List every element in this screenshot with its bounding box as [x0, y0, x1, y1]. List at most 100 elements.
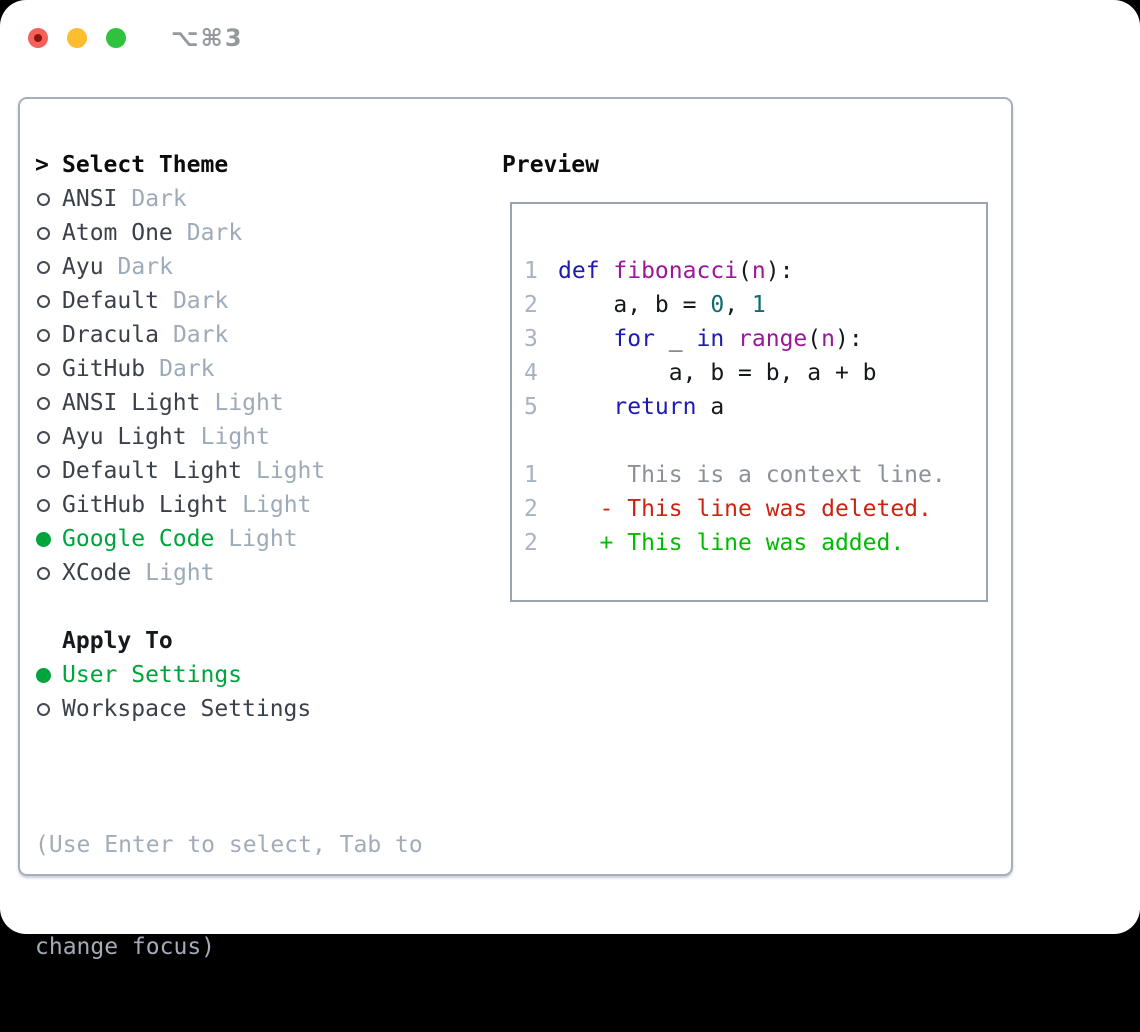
radio-icon: [35, 498, 62, 512]
code-line: 2 a, b = 0, 1: [524, 288, 986, 322]
theme-option-github-light[interactable]: GitHub Light Light: [35, 488, 475, 522]
radio-icon: [35, 396, 62, 410]
theme-option-default[interactable]: Default Dark: [35, 284, 475, 318]
line-number: 3: [524, 326, 538, 352]
apply-option-workspace-settings[interactable]: Workspace Settings: [35, 692, 475, 726]
code-token: _: [654, 326, 697, 352]
theme-name: XCode: [62, 560, 132, 586]
theme-variant: Dark: [159, 356, 215, 382]
code-token: 0: [710, 292, 725, 318]
theme-variant: Light: [242, 492, 312, 518]
theme-name: ANSI Light: [62, 390, 201, 416]
line-number: 1: [524, 462, 538, 488]
code-token: [558, 394, 613, 420]
close-button[interactable]: [28, 28, 48, 48]
spacer: [35, 726, 475, 760]
code-line: 3 for _ in range(n):: [524, 322, 986, 356]
diff-line-deleted: 2 - This line was deleted.: [524, 492, 986, 526]
theme-variant: Light: [214, 390, 284, 416]
diff-text: + This line was added.: [558, 530, 905, 556]
line-number: 5: [524, 394, 538, 420]
theme-variant: Dark: [172, 322, 229, 348]
theme-variant: Dark: [172, 288, 229, 314]
code-token: n: [751, 258, 766, 284]
radio-icon: [35, 566, 62, 580]
theme-name: Ayu: [62, 254, 104, 280]
code-token: a, b =: [558, 292, 711, 318]
radio-icon: [37, 260, 50, 274]
code-token: range: [738, 326, 808, 352]
code-line: 4 a, b = b, a + b: [524, 356, 986, 390]
line-number: 2: [524, 496, 538, 522]
radio-selected-icon: [35, 667, 62, 683]
theme-name: Default: [62, 288, 159, 314]
radio-icon: [37, 498, 50, 512]
pointer-icon: >: [35, 152, 49, 178]
blank-line: [524, 424, 986, 458]
radio-icon: [35, 260, 62, 274]
radio-selected-icon: [35, 531, 62, 547]
diff-sample: 1 This is a context line.2 - This line w…: [524, 458, 986, 560]
code-token: ):: [835, 326, 863, 352]
radio-selected-icon: [36, 531, 51, 547]
help-line-2: change focus): [35, 934, 216, 960]
radio-icon: [37, 328, 50, 342]
theme-variant: Light: [256, 458, 326, 484]
unsaved-dot-icon: [34, 34, 42, 42]
code-token: ,: [724, 292, 752, 318]
theme-variant: Dark: [186, 220, 243, 246]
theme-name: Default Light: [62, 458, 243, 484]
radio-icon: [35, 294, 62, 308]
code-token: fibonacci: [613, 258, 739, 284]
theme-name: GitHub Light: [62, 492, 229, 518]
help-text: (Use Enter to select, Tab to change focu…: [35, 760, 475, 1032]
code-token: [724, 326, 738, 352]
radio-icon: [35, 702, 62, 716]
diff-line-context: 1 This is a context line.: [524, 458, 986, 492]
code-line: 5 return a: [524, 390, 986, 424]
code-token: in: [696, 326, 725, 352]
radio-selected-icon: [36, 667, 51, 683]
zoom-button[interactable]: [106, 28, 126, 48]
titlebar: ⌥⌘3: [28, 24, 244, 52]
apply-option-label: User Settings: [62, 662, 243, 688]
spacer: [35, 590, 475, 624]
code-token: 1: [751, 292, 766, 318]
theme-variant: Light: [200, 424, 270, 450]
radio-icon: [35, 328, 62, 342]
line-number: 2: [524, 530, 538, 556]
diff-text: - This line was deleted.: [558, 496, 932, 522]
minimize-button[interactable]: [67, 28, 87, 48]
theme-option-ansi-light[interactable]: ANSI Light Light: [35, 386, 475, 420]
select-theme-title: Select Theme: [62, 152, 229, 178]
code-token: (: [807, 326, 822, 352]
diff-text: This is a context line.: [558, 462, 946, 488]
code-token: return: [613, 394, 697, 420]
radio-icon: [35, 226, 62, 240]
desktop: { "window": { "title": "⌥⌘3" }, "theme_s…: [0, 0, 1140, 960]
line-number: 4: [524, 360, 538, 386]
theme-option-default-light[interactable]: Default Light Light: [35, 454, 475, 488]
code-token: for: [613, 326, 655, 352]
help-line-1: (Use Enter to select, Tab to: [35, 832, 423, 858]
code-token: a: [696, 394, 725, 420]
apply-option-user-settings[interactable]: User Settings: [35, 658, 475, 692]
apply-option-label: Workspace Settings: [62, 696, 312, 722]
code-token: ):: [765, 258, 794, 284]
